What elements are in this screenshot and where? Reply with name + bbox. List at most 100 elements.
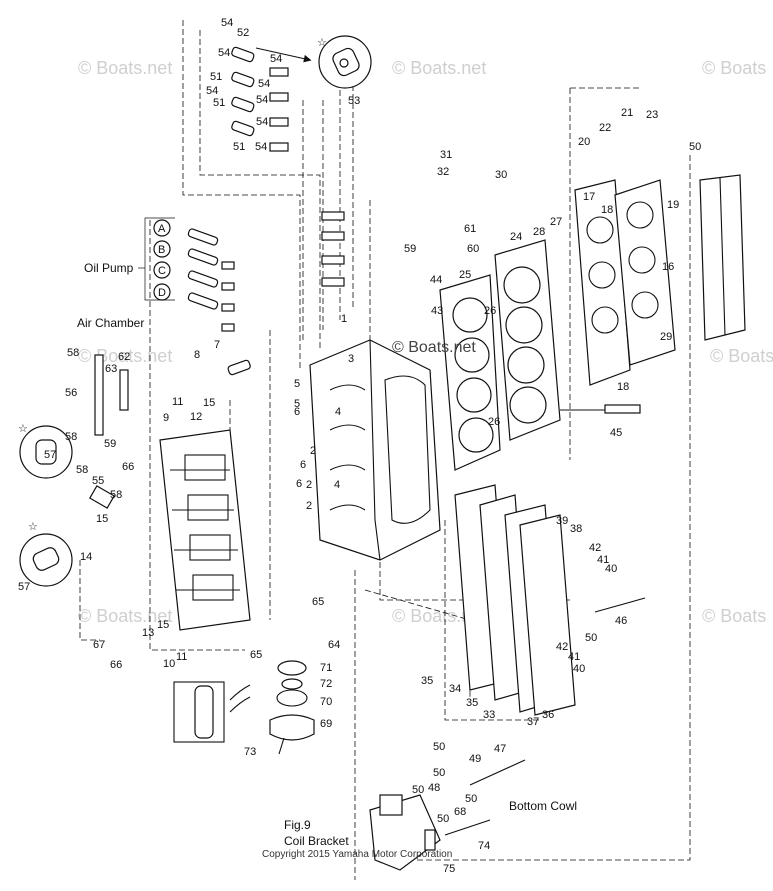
bottom-cowl-label: Bottom Cowl <box>509 799 577 813</box>
watermark: © Boats <box>702 606 766 626</box>
part-number: 59 <box>404 243 416 255</box>
part-number: 66 <box>110 659 122 671</box>
center-watermark: © Boats.net <box>392 339 476 356</box>
detail-circle-57-bottom: ☆ <box>19 521 73 587</box>
callout-a: A <box>158 223 166 235</box>
part-number: 44 <box>430 274 442 286</box>
part-number: 7 <box>214 339 220 351</box>
callout-a-circle <box>153 219 171 237</box>
watermark-layer: © Boats.net © Boats.net © Boats © Boats.… <box>78 58 773 626</box>
part-number: 68 <box>454 806 466 818</box>
part-number: 55 <box>92 475 104 487</box>
watermark: © Boats.net <box>710 346 773 366</box>
part-number: 40 <box>573 663 585 675</box>
part-number: 50 <box>585 632 597 644</box>
part-number: 52 <box>237 27 249 39</box>
part-number: 31 <box>440 149 452 161</box>
part-number: 64 <box>328 639 340 651</box>
callout-d-circle <box>153 283 171 301</box>
part-number: 54 <box>221 17 233 29</box>
part-number: 32 <box>437 166 449 178</box>
crankcase-block <box>309 339 441 561</box>
part-number: 20 <box>578 136 590 148</box>
part-number: 25 <box>459 269 471 281</box>
air-chamber-parts <box>89 354 251 509</box>
svg-text:☆: ☆ <box>28 521 38 533</box>
part-number: 65 <box>312 596 324 608</box>
part-number: 51 <box>210 71 222 83</box>
part-number: 10 <box>163 658 175 670</box>
part-number: 50 <box>433 767 445 779</box>
air-chamber-label: Air Chamber <box>77 316 144 330</box>
callout-d: D <box>158 287 166 299</box>
part-number: 11 <box>172 396 183 408</box>
part-number: 51 <box>213 97 225 109</box>
thermostat-housing <box>269 660 315 755</box>
oil-pump-label: Oil Pump <box>84 261 134 275</box>
part-number: 54 <box>256 94 268 106</box>
inset-detail <box>173 681 251 743</box>
part-number: 50 <box>437 813 449 825</box>
part-number: 57 <box>44 449 56 461</box>
part-number: 49 <box>469 753 481 765</box>
part-number: 19 <box>667 199 679 211</box>
part-number: 48 <box>428 782 440 794</box>
detail-circle-57-top: ☆ <box>18 423 73 479</box>
part-number: 18 <box>617 381 629 393</box>
watermark: © Boats.net <box>78 58 172 78</box>
cylinder-head <box>494 239 561 441</box>
part-number: 51 <box>233 141 245 153</box>
coil-bracket-label: Coil Bracket <box>284 834 349 848</box>
part-number: 47 <box>494 743 506 755</box>
part-number: 29 <box>660 331 672 343</box>
part-number: 5 <box>294 398 300 410</box>
callout-c-circle <box>153 261 171 279</box>
part-number: 8 <box>194 349 200 361</box>
exhaust-covers <box>454 484 576 716</box>
part-number: 41 <box>597 554 609 566</box>
part-number: 2 <box>306 500 312 512</box>
part-number: 14 <box>80 551 92 563</box>
part-number: 54 <box>255 141 267 153</box>
part-number: 2 <box>310 445 316 457</box>
part-number: 27 <box>550 216 562 228</box>
part-number: 17 <box>583 191 595 203</box>
part-number: 5 <box>294 378 300 390</box>
part-number: 4 <box>335 406 341 418</box>
part-number: 54 <box>218 47 230 59</box>
part-number: 50 <box>689 141 701 153</box>
part-number: 50 <box>433 741 445 753</box>
part-number: 54 <box>258 78 270 90</box>
part-number: 38 <box>570 523 582 535</box>
part-number: 23 <box>646 109 658 121</box>
part-number: 74 <box>478 840 490 852</box>
part-number: 35 <box>466 697 478 709</box>
part-number: 15 <box>157 619 169 631</box>
part-number: 46 <box>615 615 627 627</box>
part-number: 67 <box>93 639 105 651</box>
part-number: 50 <box>412 784 424 796</box>
part-number: 54 <box>270 53 282 65</box>
watermark: © Boats <box>702 58 766 78</box>
part-number: 15 <box>203 397 215 409</box>
part-number: 24 <box>510 231 522 243</box>
part-number: 62 <box>118 351 130 363</box>
left-block <box>159 429 251 631</box>
watermark: © Boats.net <box>78 606 172 626</box>
part-number: 66 <box>122 461 134 473</box>
detail-circle-53: ☆ <box>317 35 372 89</box>
part-number: 57 <box>18 581 30 593</box>
callout-b-circle <box>153 240 171 258</box>
fig-label: Fig.9 <box>284 818 311 832</box>
part-number: 42 <box>589 542 601 554</box>
part-number: 15 <box>96 513 108 525</box>
part-number: 9 <box>163 412 169 424</box>
part-number: 65 <box>250 649 262 661</box>
part-number: 54 <box>256 116 268 128</box>
check-valve-set <box>231 46 345 287</box>
part-number: 6 <box>294 406 300 418</box>
part-number: 42 <box>556 641 568 653</box>
part-number: 12 <box>190 411 202 423</box>
watermark: © Boats.net <box>392 606 486 626</box>
part-number: 34 <box>449 683 461 695</box>
